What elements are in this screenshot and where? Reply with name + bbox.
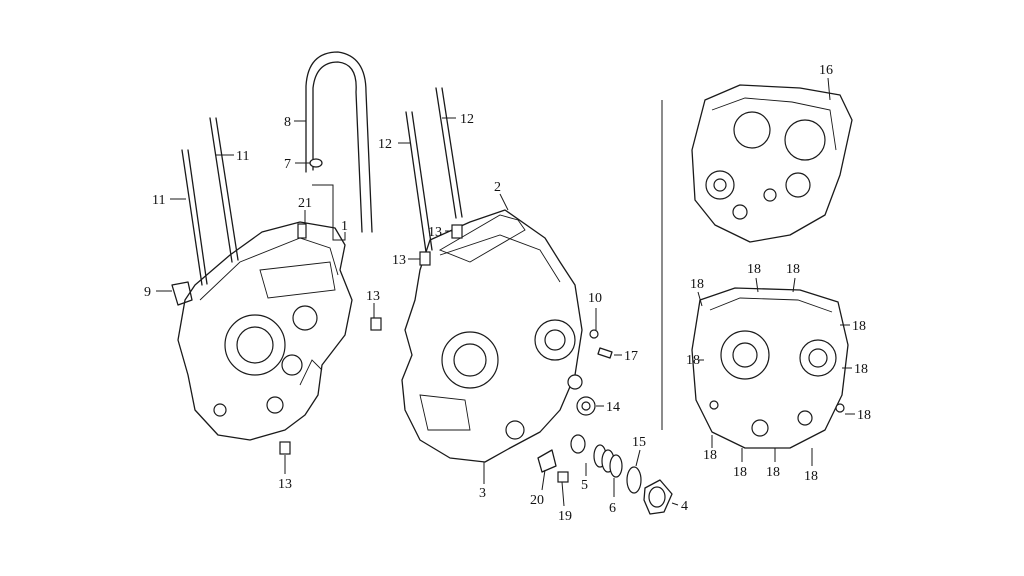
callout-14: 14 <box>606 400 620 415</box>
left-crankcase <box>177 221 353 441</box>
crankcase-assembly-view <box>691 84 853 243</box>
right-crankcase <box>401 209 583 463</box>
callout-20: 20 <box>530 493 544 508</box>
bolt-17 <box>597 347 613 359</box>
callout-13-left-bottom: 13 <box>278 477 292 492</box>
callout-18-b: 18 <box>747 262 761 277</box>
callout-12-left: 12 <box>378 137 392 152</box>
dowel-pin-mid-2 <box>419 251 431 266</box>
callout-21: 21 <box>298 196 312 211</box>
callout-7: 7 <box>284 157 291 172</box>
callout-6: 6 <box>609 501 616 516</box>
callout-16: 16 <box>819 63 833 78</box>
gasket <box>438 214 526 263</box>
bracket-9 <box>171 281 193 306</box>
callout-18-j: 18 <box>766 465 780 480</box>
callout-13-mid-lower: 13 <box>392 253 406 268</box>
stud-bolts-11 <box>181 117 239 286</box>
callout-15: 15 <box>632 435 646 450</box>
oil-filter-assembly <box>570 434 673 515</box>
dowel-pin-left-bottom <box>279 441 291 455</box>
callout-17: 17 <box>624 349 638 364</box>
callout-18-f: 18 <box>857 408 871 423</box>
callout-1: 1 <box>341 219 348 234</box>
leader-lines <box>156 77 855 507</box>
callout-5: 5 <box>581 478 588 493</box>
callout-18-c: 18 <box>786 262 800 277</box>
callout-3: 3 <box>479 486 486 501</box>
callout-11-left: 11 <box>152 193 165 208</box>
callout-11-top: 11 <box>236 149 249 164</box>
callout-2: 2 <box>494 180 501 195</box>
callout-18-e: 18 <box>854 362 868 377</box>
hose-clip <box>309 158 323 168</box>
callout-13-left-right: 13 <box>366 289 380 304</box>
bolt-21 <box>297 223 307 239</box>
callout-18-i: 18 <box>733 465 747 480</box>
dowel-pin-mid-1 <box>451 224 463 239</box>
dowel-pin-left-right <box>370 317 382 331</box>
plate-20 <box>537 449 557 473</box>
callout-18-d: 18 <box>852 319 866 334</box>
callout-18-a: 18 <box>690 277 704 292</box>
callout-4: 4 <box>681 499 688 514</box>
crankcase-bolt-view <box>691 287 849 449</box>
bolt-10 <box>589 329 599 339</box>
callout-18-k: 18 <box>804 469 818 484</box>
callout-8: 8 <box>284 115 291 130</box>
stud-bolts-12 <box>405 87 463 253</box>
callout-10: 10 <box>588 291 602 306</box>
callout-13-mid-upper: 13 <box>428 225 442 240</box>
breather-hose <box>305 51 373 233</box>
callout-12-right: 12 <box>460 112 474 127</box>
callout-18-h: 18 <box>703 448 717 463</box>
callout-18-g: 18 <box>686 353 700 368</box>
bolt-19 <box>557 471 569 483</box>
callout-labels: 8 7 11 11 21 1 9 13 13 12 12 13 13 2 3 1… <box>144 63 871 524</box>
callout-9: 9 <box>144 285 151 300</box>
callout-19: 19 <box>558 509 572 524</box>
